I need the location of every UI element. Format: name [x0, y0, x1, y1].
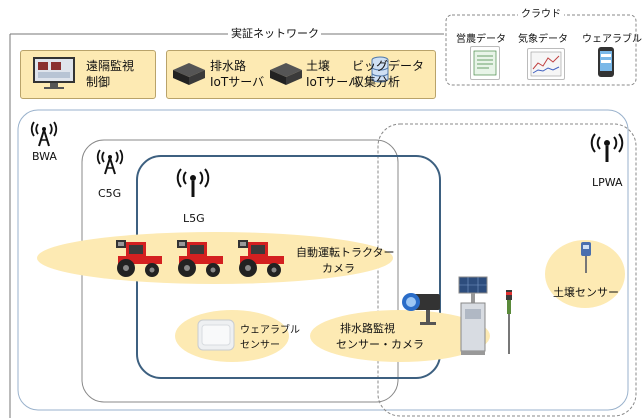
water-level-sensor-icon — [502, 288, 516, 356]
monitor-icon — [30, 55, 78, 91]
drain-label-line1: 排水路監視 — [340, 322, 395, 335]
database-icon — [370, 55, 390, 85]
soil-server-line2: IoTサーバ — [306, 75, 361, 89]
camera-icon — [400, 290, 444, 328]
bigdata-line2: 収集分析 — [352, 75, 401, 89]
document-icon — [470, 46, 500, 80]
c5g-label: C5G — [98, 187, 122, 200]
soil-server-icon — [268, 60, 304, 86]
bwa-label: BWA — [32, 150, 57, 163]
remote-label-line1: 遠隔監視 — [86, 59, 135, 73]
tractor-label-line1: 自動運転トラクター — [296, 246, 395, 259]
network-title: 実証ネットワーク — [229, 27, 321, 40]
wearable-sensor-icon — [196, 317, 236, 351]
tractor-label-line2: カメラ — [322, 262, 355, 275]
drain-server-line1: 排水路 — [210, 59, 247, 73]
l5g-label: L5G — [183, 212, 205, 225]
tractor-icon — [112, 238, 164, 278]
bwa-antenna-icon — [30, 121, 58, 147]
cloud-label-weather-data: 気象データ — [518, 34, 568, 45]
lpwa-antenna-icon — [590, 133, 624, 163]
drain-label-line2: センサー・カメラ — [336, 338, 424, 351]
lpwa-label: LPWA — [592, 176, 623, 189]
smartphone-icon — [597, 46, 615, 78]
wearable-label-line2: センサー — [240, 340, 280, 351]
wearable-label-line1: ウェアラブル — [240, 325, 300, 336]
cloud-label-farm-data: 営農データ — [456, 34, 506, 45]
cloud-title: クラウド — [518, 8, 564, 21]
remote-label-line2: 制御 — [86, 75, 111, 89]
soil-server-line1: 土壌 — [306, 59, 331, 73]
l5g-antenna-icon — [176, 168, 210, 198]
sensor-station-icon — [453, 275, 493, 357]
weather-chart-icon — [527, 48, 565, 80]
drain-server-icon — [171, 60, 207, 86]
c5g-antenna-icon — [96, 149, 124, 175]
bigdata-line1: ビッグデータ — [352, 59, 425, 73]
tractor-icon — [234, 238, 286, 278]
cloud-label-wearable: ウェアラブル — [582, 34, 642, 45]
tractor-icon — [173, 238, 225, 278]
soil-sensor-icon — [579, 240, 593, 274]
drain-server-line2: IoTサーバ — [210, 75, 265, 89]
soil-sensor-label: 土壌センサー — [553, 286, 619, 299]
